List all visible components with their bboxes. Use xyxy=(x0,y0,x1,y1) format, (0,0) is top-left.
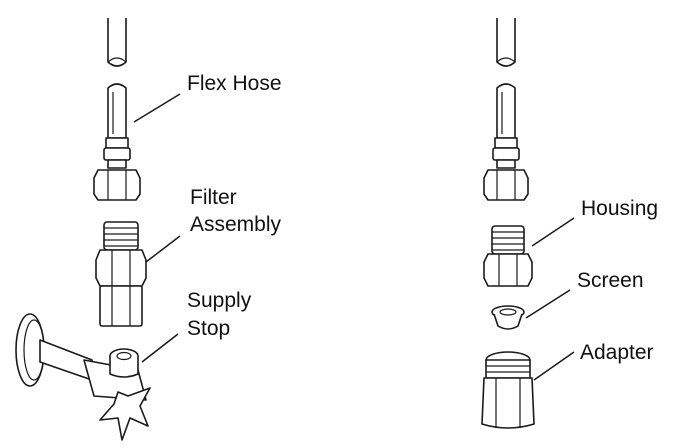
supply-stop-valve xyxy=(15,313,151,441)
supply-stop-label-line2: Stop xyxy=(187,317,231,340)
adapter-label: Adapter xyxy=(580,341,654,364)
screen-part xyxy=(491,305,525,330)
filter-assembly-label-line1: Filter xyxy=(190,186,237,209)
flex-hose-left xyxy=(93,18,141,201)
housing-label: Housing xyxy=(581,197,659,220)
filter-assembly-left xyxy=(95,221,147,327)
flex-hose-leader xyxy=(133,93,181,123)
housing-leader xyxy=(531,217,575,247)
supply-stop-leader xyxy=(141,333,179,363)
screen-leader xyxy=(525,289,571,319)
filter-assembly-label-line2: Assembly xyxy=(190,213,282,236)
adapter-part xyxy=(481,351,535,429)
housing-part xyxy=(483,225,533,287)
supply-stop-label-line1: Supply xyxy=(187,289,252,312)
adapter-leader xyxy=(533,351,575,381)
flex-hose-label: Flex Hose xyxy=(187,72,282,95)
flex-hose-right xyxy=(483,18,529,201)
screen-label: Screen xyxy=(577,269,644,292)
filter-assembly-leader xyxy=(145,235,181,263)
